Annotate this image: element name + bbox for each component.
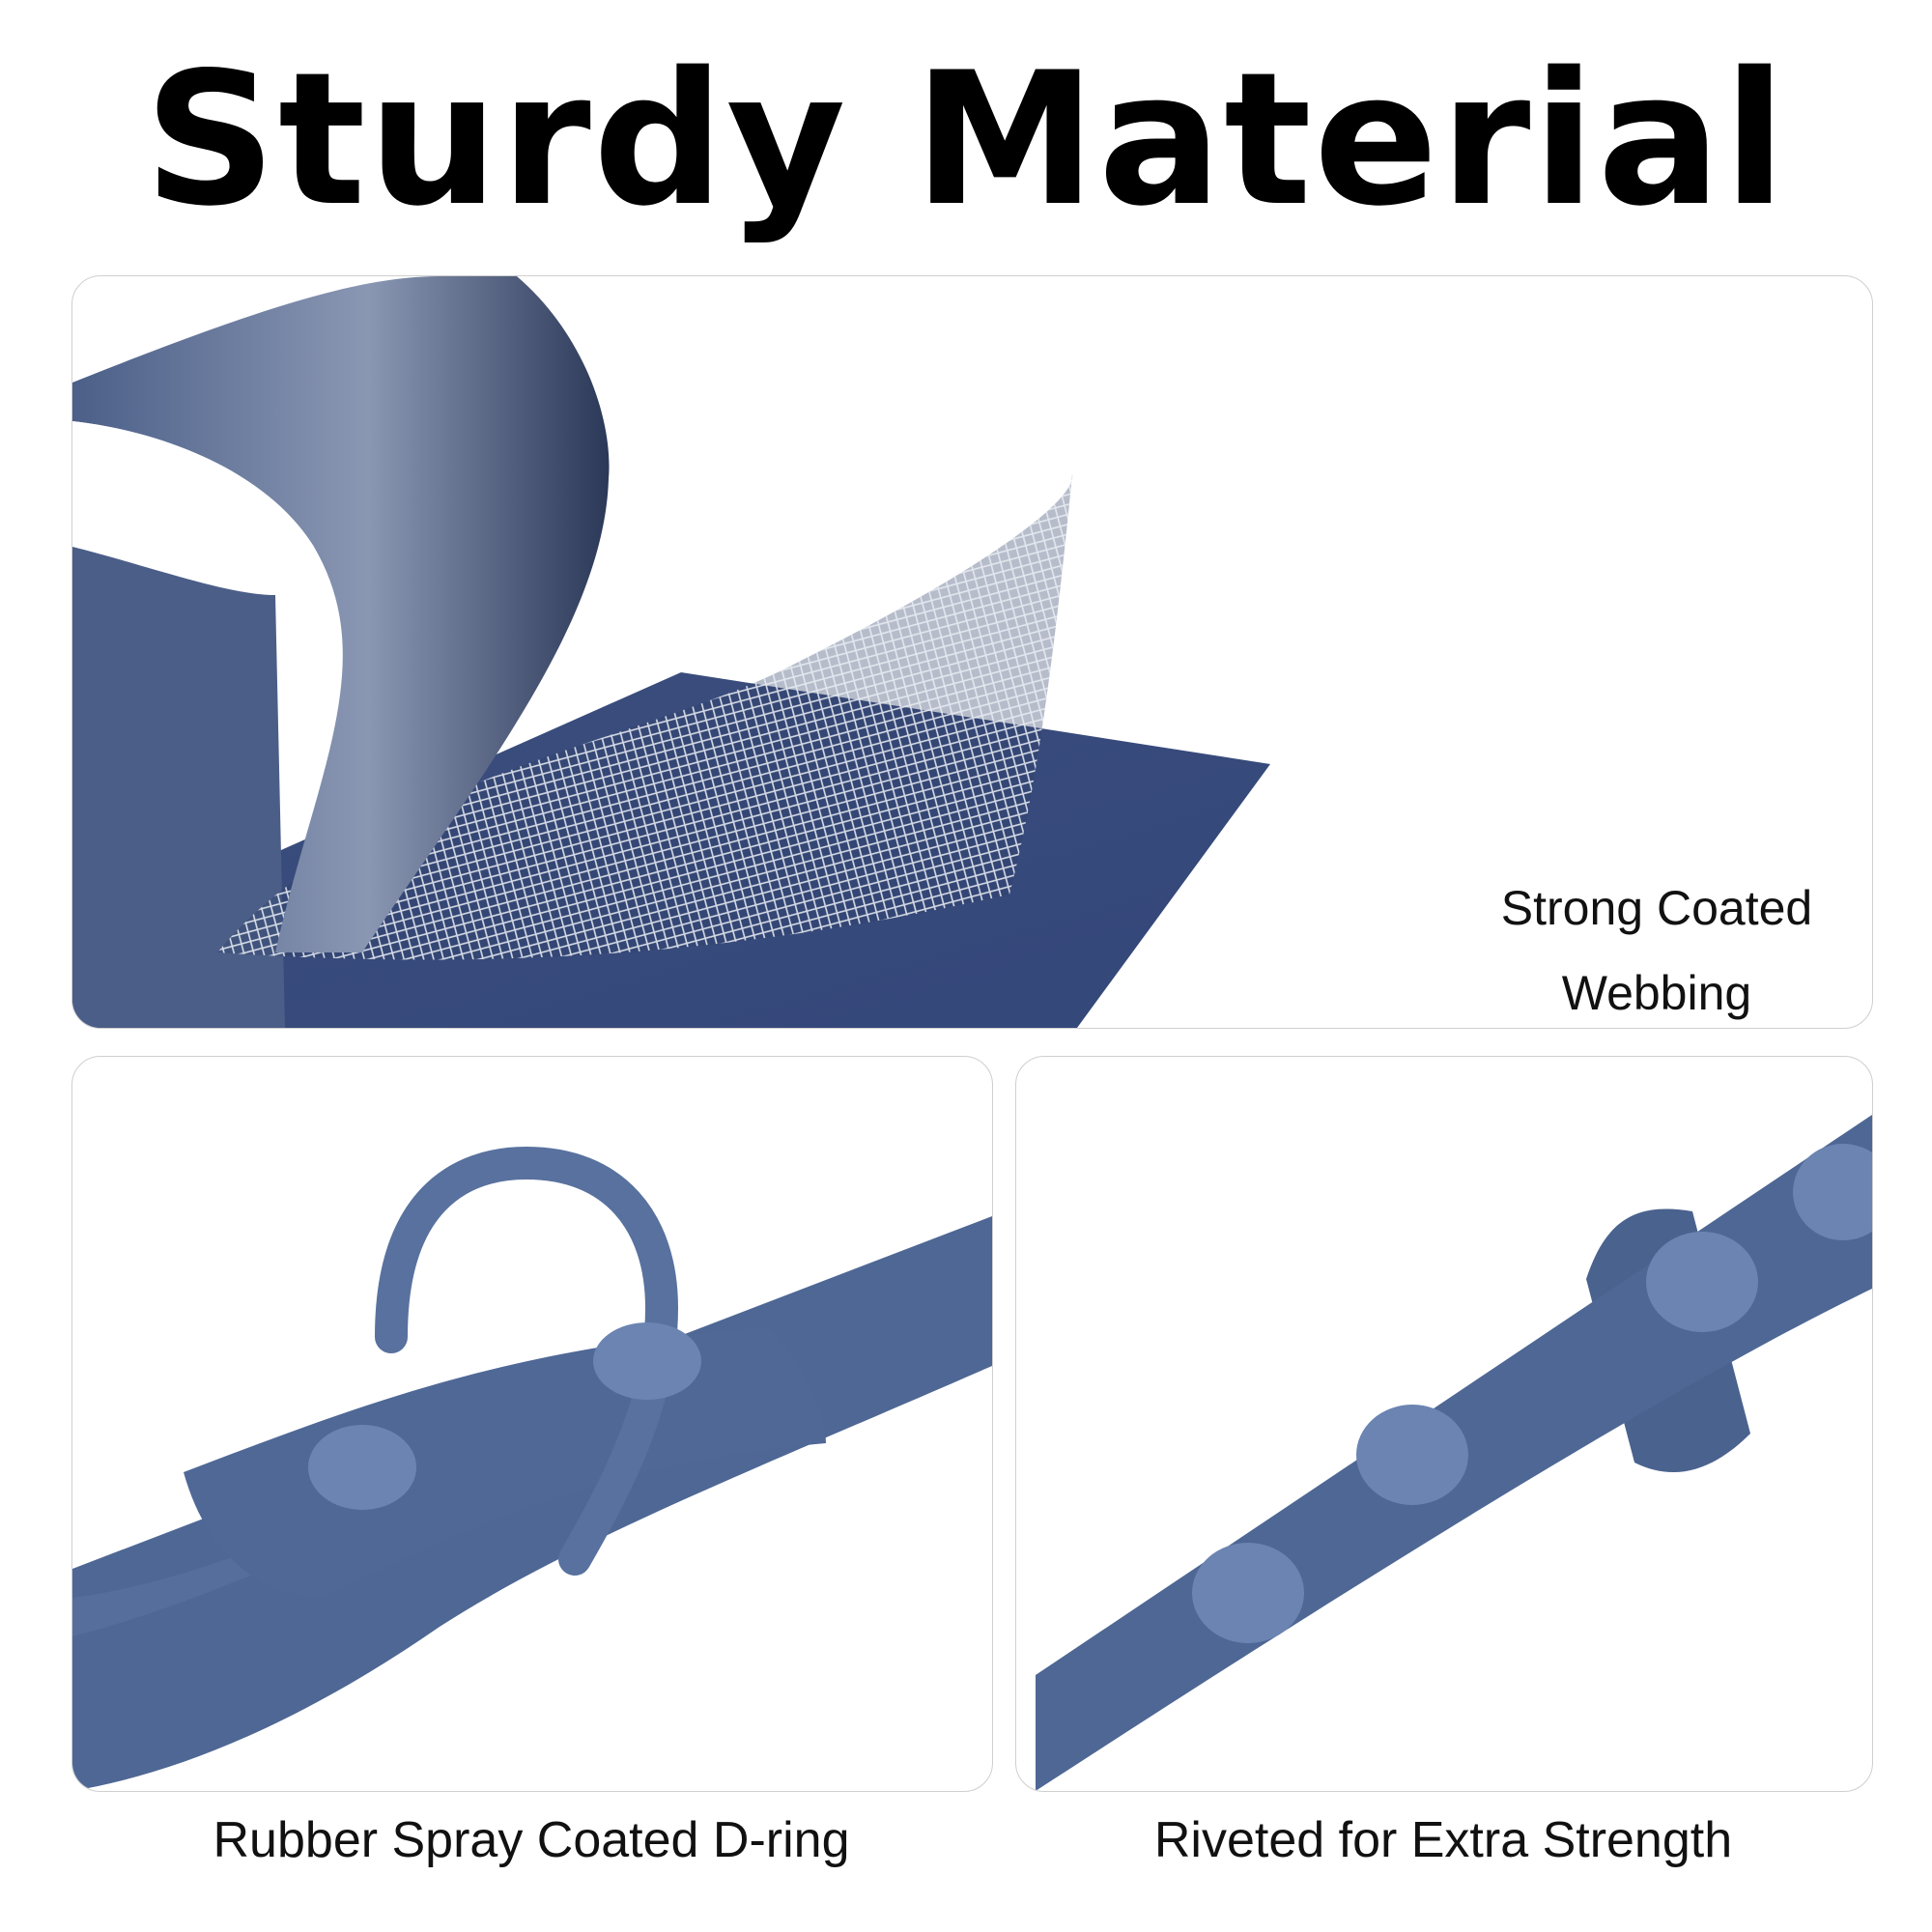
rivet: [1192, 1543, 1304, 1643]
rivet: [1356, 1405, 1468, 1505]
webbing-layers-illustration: [72, 276, 1270, 1028]
rivets-caption: Riveted for Extra Strength: [1153, 1812, 1733, 1868]
callout-line-2: Webbing: [1561, 966, 1752, 1020]
rivet: [593, 1322, 701, 1400]
rivet: [1646, 1232, 1758, 1332]
d-ring-illustration: [72, 1146, 992, 1791]
d-ring-panel: [71, 1056, 993, 1792]
riveted-strap-illustration: [1036, 1115, 1872, 1791]
strap-body: [72, 547, 285, 1028]
rivet: [308, 1425, 416, 1510]
rivet: [1793, 1144, 1872, 1240]
callout-line-1: Strong Coated: [1500, 881, 1813, 935]
webbing-callout: Strong Coated Webbing: [1386, 866, 1872, 1028]
rivets-panel: [1015, 1056, 1873, 1792]
curled-coating-layer: [72, 276, 610, 952]
page-title: Sturdy Material: [144, 33, 1788, 246]
webbing-layers-panel: Strong Coated Webbing: [71, 275, 1873, 1029]
d-ring-caption: Rubber Spray Coated D-ring: [213, 1812, 850, 1868]
d-ring: [375, 1146, 679, 1576]
